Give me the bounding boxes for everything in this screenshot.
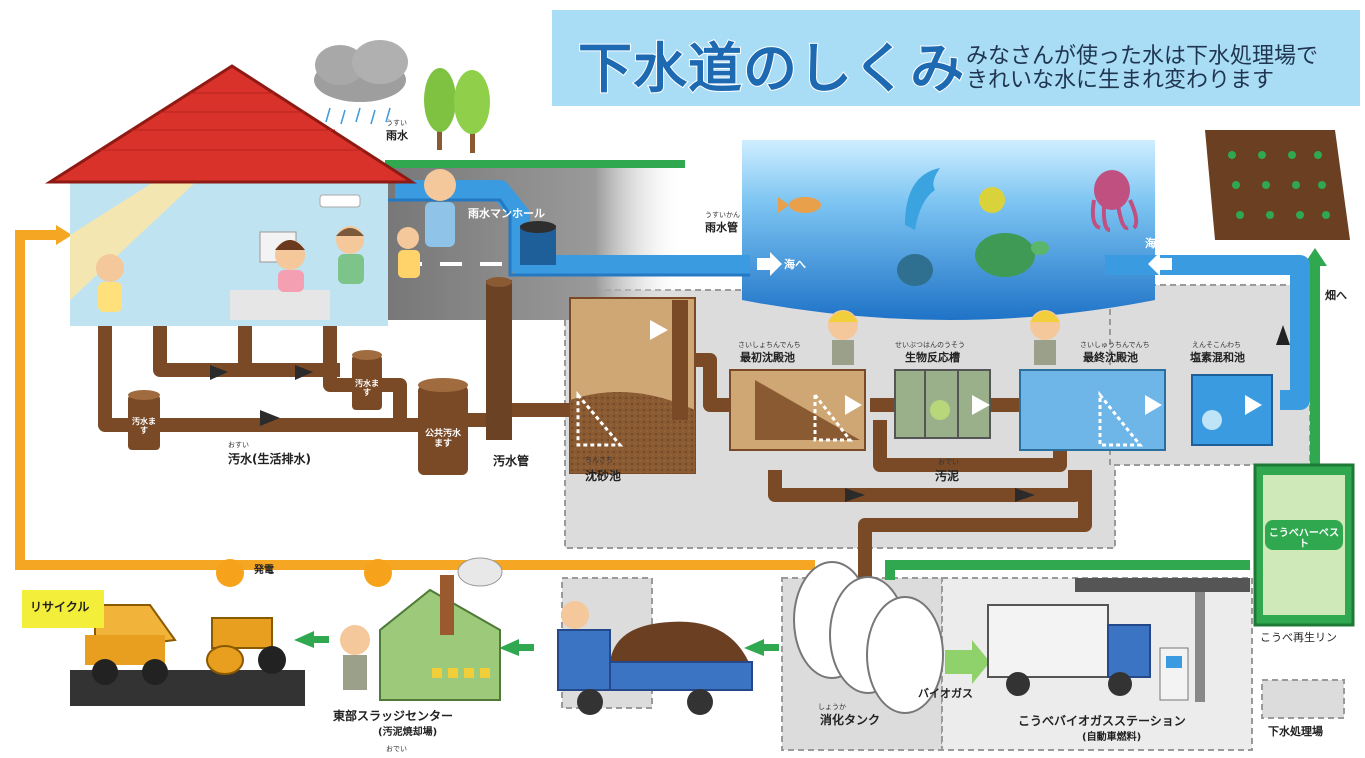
- octopus-icon: [1090, 170, 1139, 232]
- rain-pipe-ruby: うすいかん: [705, 211, 740, 219]
- sea: [742, 140, 1155, 320]
- legend-swatch: [1261, 679, 1345, 719]
- truck-icon: [987, 604, 1151, 696]
- page-subtitle-line1: みなさんが使った水は下水処理場で: [966, 44, 1319, 69]
- bioreactor-label: 生物反応槽: [905, 351, 960, 364]
- sludge-center-ruby: おでい: [386, 745, 407, 753]
- basins: [128, 221, 556, 475]
- fish-icon: [778, 187, 1005, 286]
- tree-icon: [424, 68, 490, 153]
- turtle-icon: [975, 233, 1049, 277]
- sludge-center-sub-label: (汚泥焼却場): [378, 727, 438, 738]
- dump-truck-icon: [85, 604, 177, 685]
- sewage-ruby: おすい: [228, 441, 249, 449]
- green-lines: [885, 260, 1320, 580]
- recycle-line: [15, 230, 815, 570]
- gas-pump-icon: [1159, 647, 1189, 701]
- page-subtitle-line2: きれいな水に生まれ変わります: [966, 68, 1275, 93]
- private-basin-2-label: 汚水ます: [355, 379, 379, 397]
- house: [44, 64, 418, 326]
- fertilizer-bag-icon: [1253, 463, 1355, 627]
- final-settling-tank: [1019, 369, 1166, 451]
- final-settling-label: 最終沈殿池: [1083, 351, 1138, 364]
- fertilizer-bag-label: こうべハーベスト: [1268, 528, 1340, 550]
- grit-chamber-ruby: ちんさち: [585, 456, 613, 464]
- bioreactor: [894, 369, 991, 439]
- rain-pipe-label: 雨水管: [705, 221, 738, 234]
- private-basin-1-label: 汚水ます: [132, 417, 156, 435]
- gas-station-sub-label: (自動車燃料): [1082, 732, 1142, 743]
- digestion-ruby: しょうか: [818, 703, 846, 711]
- power-label: 発電: [254, 565, 274, 576]
- fertilizer-label: こうべ再生リン: [1260, 631, 1337, 644]
- rain-manhole-label: 雨水マンホール: [468, 207, 545, 220]
- sludge-truck-icon: [557, 601, 753, 715]
- sewage-pipes: [98, 290, 1092, 580]
- dolphin-icon: [905, 168, 940, 230]
- plant-workers: [828, 310, 1060, 365]
- primary-settling-ruby: さいしょちんでんち: [738, 341, 801, 349]
- gas-station-label: こうべバイオガスステーション: [1018, 714, 1186, 728]
- to-sea-label-2: 海へ: [1145, 237, 1167, 250]
- recycle-badge: [22, 590, 104, 628]
- factory-icon: [340, 557, 503, 701]
- sewage-pipe-label: 汚水管: [493, 454, 530, 468]
- gas-station: [1075, 578, 1250, 702]
- rain-ruby: うすい: [386, 119, 407, 127]
- grit-chamber: [569, 297, 696, 474]
- public-basin-label: 公共汚水ます: [424, 429, 461, 449]
- page-title: 下水道のしくみ: [577, 36, 966, 101]
- to-sea-label-1: 海へ: [784, 258, 806, 271]
- to-field-label: 畑へ: [1325, 289, 1347, 302]
- legend-label: 下水処理場: [1268, 725, 1323, 738]
- digestion-tank-label: 消化タンク: [820, 713, 881, 727]
- recycle-site: [70, 604, 305, 706]
- rain-label: 雨水: [386, 129, 408, 142]
- grit-chamber-label: 沈砂池: [585, 469, 622, 483]
- sludge-ruby: おでい: [938, 458, 959, 466]
- primary-settling-tank: [729, 369, 866, 451]
- sludge-center-label: 東部スラッジセンター: [333, 709, 454, 723]
- disinfection-label: 塩素混和池: [1190, 351, 1245, 364]
- bioreactor-ruby: せいぶつはんのうそう: [895, 341, 965, 349]
- disinfection-tank: [1191, 325, 1290, 446]
- digestion-tanks: [793, 561, 944, 714]
- title-banner: [552, 10, 1360, 106]
- sun-icon: [216, 559, 392, 587]
- rain-pipe: [395, 180, 1310, 410]
- biogas-label: バイオガス: [918, 687, 973, 700]
- cloud-icon: [314, 40, 408, 125]
- family-people: [96, 169, 456, 312]
- sewage-domestic-label: 汚水(生活排水): [228, 452, 311, 466]
- green-flow-arrows: [294, 631, 779, 656]
- sludge-label: 汚泥: [935, 469, 960, 483]
- final-settling-ruby: さいしゅうちんでんち: [1080, 341, 1150, 349]
- primary-settling-label: 最初沈殿池: [740, 351, 795, 364]
- flow-arrows: [210, 365, 1035, 502]
- roller-icon: [206, 617, 286, 675]
- disinfection-ruby: えんそこんわち: [1192, 341, 1241, 349]
- recycle-label: リサイクル: [30, 600, 90, 614]
- sewage-manhole-label: 汚水マンホール: [393, 322, 470, 335]
- farm-field: [1205, 130, 1350, 240]
- sea-arrows: [757, 252, 1172, 276]
